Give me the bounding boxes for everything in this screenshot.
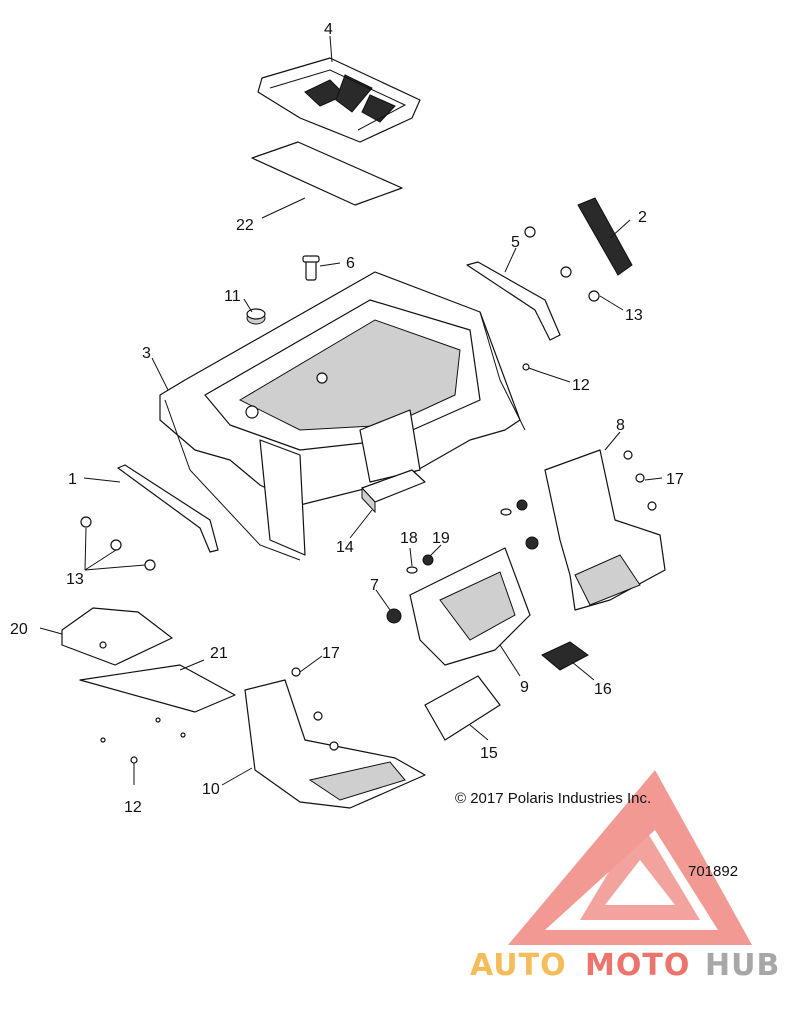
part-4-cover: [257, 57, 421, 143]
part-1-rail: [117, 464, 219, 553]
part-8-storage-bin: [544, 449, 666, 611]
callout-20: 20: [10, 621, 28, 638]
leader-lines: [39, 35, 663, 786]
part-20-panel: [61, 607, 173, 666]
part-13-pins-right: [524, 226, 600, 302]
callout-12-left: 12: [124, 799, 142, 816]
part-16-latch: [541, 641, 589, 671]
part-21-panel: [79, 664, 236, 743]
callout-16: 16: [594, 681, 612, 698]
part-19-nut: [422, 554, 434, 566]
callout-3: 3: [142, 345, 151, 362]
callout-4: 4: [324, 21, 333, 38]
diagram-number: 701892: [688, 863, 738, 880]
callout-7: 7: [370, 577, 379, 594]
part-7-nut: [386, 608, 402, 624]
part-14-block: [361, 469, 426, 514]
part-2-grille: [577, 197, 633, 276]
part-hardware-center: [500, 499, 539, 550]
part-11-grommet: [246, 308, 266, 325]
callout-8: 8: [616, 417, 625, 434]
callouts: 4 22 2 5 6 11 13 3 12 8 17 1 14 18 19 7 …: [10, 21, 684, 816]
callout-10: 10: [202, 781, 220, 798]
callout-12-right: 12: [572, 377, 590, 394]
callout-15: 15: [480, 745, 498, 762]
part-9-tray: [409, 547, 531, 666]
watermark-logo: [508, 770, 752, 945]
callout-9: 9: [520, 679, 529, 696]
callout-18: 18: [400, 530, 418, 547]
callout-21: 21: [210, 645, 228, 662]
watermark-text-hub: HUB: [705, 948, 780, 983]
callout-13-left: 13: [66, 571, 84, 588]
part-12-screw-left: [130, 756, 138, 785]
part-18-washer: [406, 566, 418, 574]
watermark-text-moto: MOTO: [585, 948, 690, 983]
callout-11: 11: [224, 288, 241, 305]
copyright-notice: © 2017 Polaris Industries Inc.: [455, 790, 651, 807]
part-22-mat: [251, 141, 403, 206]
part-5-trim: [466, 261, 561, 341]
callout-14: 14: [336, 539, 354, 556]
part-13-pins-left: [80, 516, 156, 571]
callout-17-left: 17: [322, 645, 340, 662]
callout-1: 1: [68, 471, 77, 488]
watermark-text-auto: AUTO: [470, 948, 567, 983]
part-15-plate: [424, 675, 501, 741]
callout-22: 22: [236, 217, 254, 234]
callout-19: 19: [432, 530, 450, 547]
callout-13-right: 13: [625, 307, 643, 324]
callout-5: 5: [511, 234, 520, 251]
part-6-bolt: [302, 255, 320, 281]
callout-17-right: 17: [666, 471, 684, 488]
part-3-cargo-box: [159, 271, 526, 561]
callout-6: 6: [346, 255, 355, 272]
callout-2: 2: [638, 209, 647, 226]
part-10-storage-bin: [244, 667, 426, 809]
part-12-screw-right: [522, 363, 541, 373]
